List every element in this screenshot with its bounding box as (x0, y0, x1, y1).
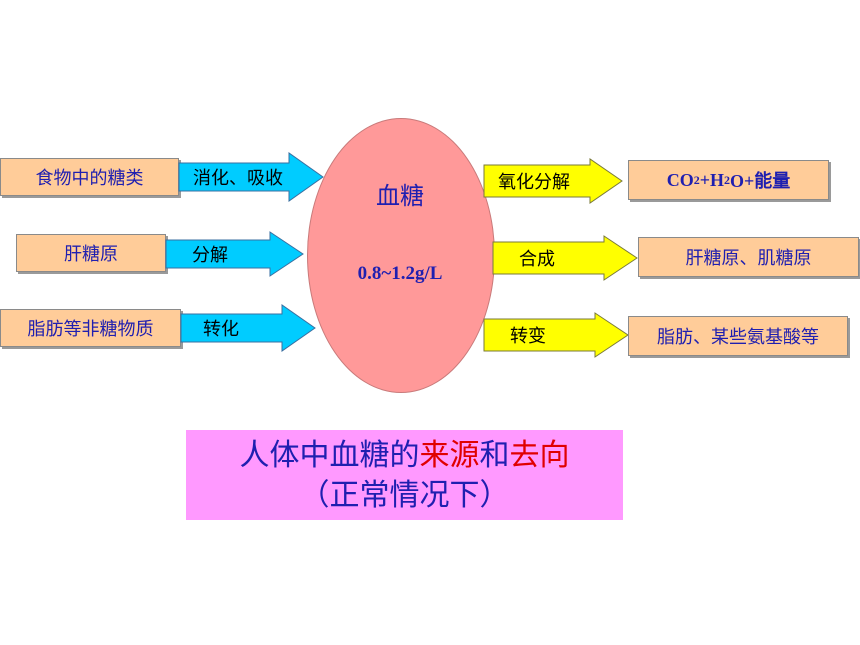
arrow-synthesis-shape (492, 235, 638, 281)
arrow-transform-label: 转变 (510, 326, 546, 347)
destination-box-fat-amino-acids: 脂肪、某些氨基酸等 (628, 316, 848, 356)
caption-source-word: 来源 (419, 438, 480, 473)
arrow-synthesis: 合成 (492, 235, 638, 281)
source-box-liver-glycogen: 肝糖原 (16, 234, 166, 272)
source-box-food-carbohydrates: 食物中的糖类 (0, 158, 179, 196)
caption-and-word: 和 (479, 438, 510, 473)
caption-line-2: （正常情况下） (299, 478, 510, 513)
caption-line-1: 人体中血糖的来源和去向 (186, 436, 623, 476)
arrow-convert-label: 转化 (203, 319, 239, 340)
arrow-digest-absorb-label: 消化、吸收 (193, 168, 283, 189)
arrow-digest-absorb-shape (178, 152, 324, 202)
blood-sugar-range: 0.8~1.2g/L (357, 263, 443, 284)
formula-o-energy: O+能量 (730, 171, 791, 191)
arrow-decompose-label: 分解 (192, 245, 228, 266)
arrow-oxidative-decomposition-shape (483, 158, 623, 204)
arrow-digest-absorb: 消化、吸收 (178, 152, 324, 202)
arrow-transform-shape (483, 312, 629, 358)
arrow-convert-shape (180, 304, 316, 352)
destination-box-glycogens: 肝糖原、肌糖原 (638, 237, 859, 277)
arrow-convert: 转化 (180, 304, 316, 352)
formula-sub-2b: 2 (724, 172, 730, 187)
blood-sugar-oval (307, 118, 495, 393)
arrow-synthesis-label: 合成 (519, 249, 555, 270)
caption-box: 人体中血糖的来源和去向 （正常情况下） (186, 430, 623, 520)
arrow-transform: 转变 (483, 312, 629, 358)
arrow-oxidative-decomposition-label: 氧化分解 (498, 172, 570, 193)
arrow-oxidative-decomposition: 氧化分解 (483, 158, 623, 204)
formula-co: CO (666, 169, 694, 190)
caption-line1-a: 人体中血糖的 (239, 438, 420, 473)
formula-sub-2a: 2 (693, 172, 700, 187)
arrow-decompose: 分解 (165, 231, 304, 277)
blood-sugar-title: 血糖 (376, 182, 424, 210)
arrow-decompose-shape (165, 231, 304, 277)
caption-destination-word: 去向 (509, 438, 570, 473)
formula-plus-h: +H (699, 169, 724, 190)
source-box-fat-non-sugar: 脂肪等非糖物质 (0, 309, 181, 347)
